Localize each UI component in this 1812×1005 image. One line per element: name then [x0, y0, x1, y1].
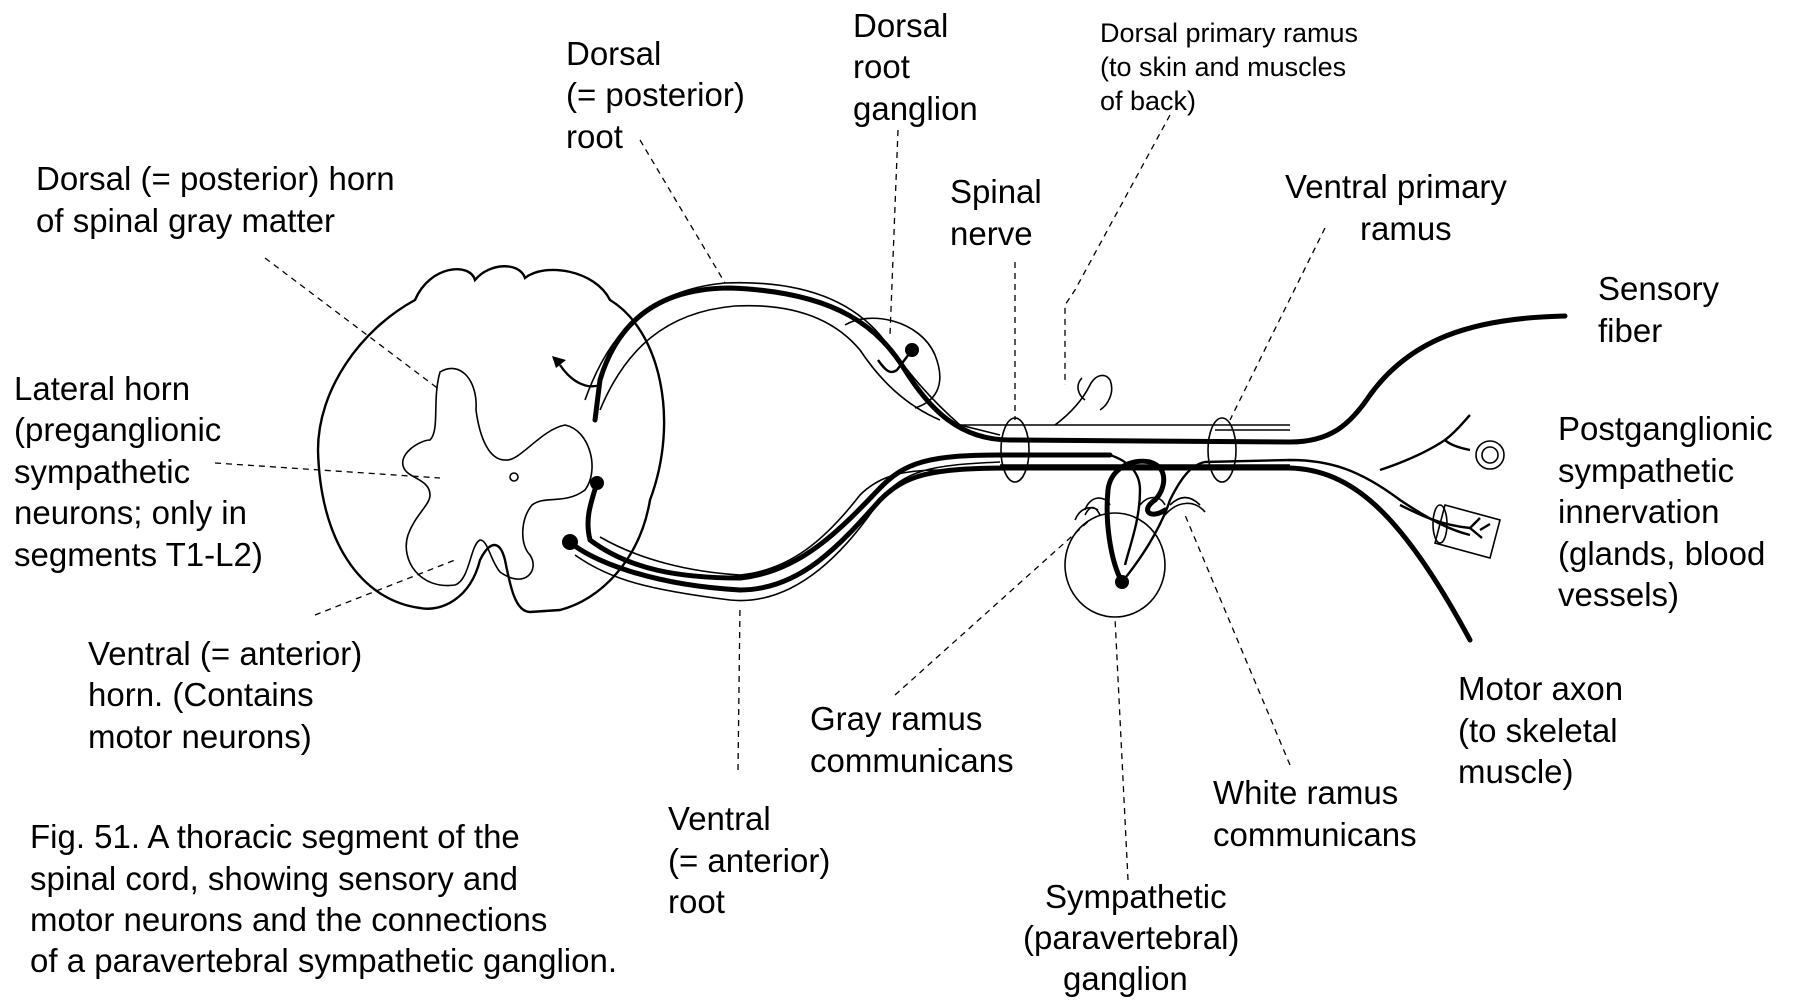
leader-white-ramus — [1185, 515, 1290, 765]
label-ventral-primary-ramus: Ventral primary ramus — [1285, 168, 1516, 247]
spinal-nerve — [960, 418, 1290, 482]
leader-dorsal-root-ganglion — [890, 130, 898, 335]
sensory-arrowhead — [552, 356, 566, 368]
gray-matter — [403, 368, 592, 585]
label-sensory-fiber: Sensory fiber — [1598, 270, 1728, 349]
figure-caption: Fig. 51. A thoracic segment of the spina… — [30, 818, 617, 979]
leader-ventral-primary-ramus — [1230, 228, 1325, 420]
gray-ramus-outline — [1075, 508, 1100, 521]
label-spinal-nerve: Spinal nerve — [950, 173, 1051, 252]
spinal-nerve-ring — [1001, 418, 1029, 482]
ventral-root-sheath-inner — [600, 470, 940, 575]
label-motor-axon: Motor axon (to skeletal muscle) — [1458, 670, 1632, 790]
sensory-fiber-path — [595, 288, 1565, 442]
gland-icon — [1476, 441, 1504, 469]
leader-ventral-root — [738, 605, 740, 770]
label-postganglionic: Postganglionic sympathetic innervation (… — [1558, 410, 1782, 613]
sensory-branch-into-horn — [560, 365, 600, 386]
ventral-ramus-ring — [1208, 418, 1236, 482]
dorsal-root-ganglion-outline — [845, 318, 940, 408]
leader-dorsal-primary-ramus — [1065, 115, 1170, 385]
label-dorsal-primary-ramus: Dorsal primary ramus (to skin and muscle… — [1100, 18, 1366, 116]
leader-sympathetic-ganglion — [1115, 618, 1128, 880]
label-dorsal-horn: Dorsal (= posterior) horn of spinal gray… — [36, 160, 404, 239]
preganglionic-axon — [588, 455, 1110, 578]
label-gray-ramus: Gray ramus communicans — [810, 700, 1014, 779]
leader-gray-ramus — [895, 520, 1090, 695]
gray-ramus-fiber — [1122, 460, 1470, 582]
gland-twig — [1445, 440, 1470, 450]
label-dorsal-root: Dorsal (= posterior) root — [566, 35, 754, 155]
dorsal-root-sheath-inner — [600, 306, 940, 420]
postganglionic-targets — [1380, 415, 1504, 558]
central-canal — [510, 473, 518, 481]
spinal-cord — [318, 266, 664, 612]
label-ventral-horn: Ventral (= anterior) horn. (Contains mot… — [88, 635, 371, 755]
leader-dorsal-horn — [265, 258, 440, 390]
leader-dorsal-root — [640, 140, 725, 283]
gland-icon-inner — [1482, 447, 1498, 463]
dorsal-ramus-branches — [1055, 375, 1112, 425]
label-ventral-root: Ventral (= anterior) root — [668, 800, 839, 920]
gland-branch — [1380, 415, 1470, 470]
label-sympathetic-ganglion: Sympathetic (paravertebral) ganglion — [1023, 878, 1249, 997]
motor-axon-path — [570, 468, 1470, 640]
vessel-twig — [1470, 518, 1490, 538]
spinal-cord-outline — [318, 266, 664, 612]
label-dorsal-root-ganglion: Dorsal root ganglion — [853, 7, 978, 127]
leader-ventral-horn — [315, 560, 455, 615]
dorsal-ramus-path — [1055, 375, 1112, 425]
label-lateral-horn: Lateral horn (preganglionic sympathetic … — [14, 370, 263, 573]
dorsal-root-ganglion-cell — [905, 343, 919, 357]
label-white-ramus: White ramus communicans — [1213, 774, 1417, 853]
blood-vessel-icon — [1435, 505, 1500, 558]
sympathetic-ganglion — [1065, 460, 1470, 617]
motor-neuron — [562, 468, 1470, 640]
